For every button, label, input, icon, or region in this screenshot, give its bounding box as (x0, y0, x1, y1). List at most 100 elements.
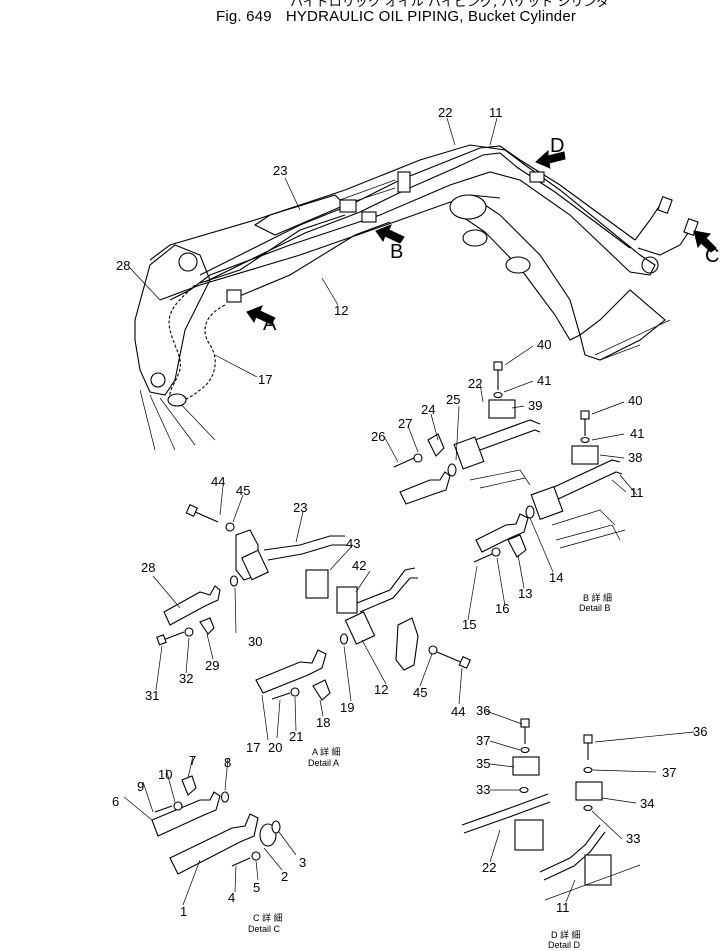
arm-outline (579, 289, 666, 361)
flange-a-top (241, 549, 269, 581)
detail-d-group (461, 718, 641, 901)
clamp-39 (488, 399, 516, 419)
bolt-36-right-head (583, 734, 593, 744)
arrow-a-icon (246, 305, 276, 325)
callout-23: 23 (293, 500, 307, 515)
callout-29: 29 (205, 658, 219, 673)
washer-21 (290, 687, 300, 697)
callout-22: 22 (468, 376, 482, 391)
washer-27 (413, 453, 423, 463)
arrow-c-icon (693, 230, 717, 253)
bolt-20 (271, 692, 291, 700)
bucket-cylinder-boss (462, 229, 488, 247)
detail-d-caption: Detail D (548, 940, 581, 950)
bracket-a-right (395, 617, 419, 671)
figure-title-text: HYDRAULIC OIL PIPING, Bucket Cylinder (285, 8, 577, 25)
bolt-44-left (192, 510, 219, 523)
detail-c-caption: Detail C (248, 924, 281, 934)
washer-41-top (493, 391, 503, 399)
callout-43: 43 (346, 536, 360, 551)
bolt-36-left-head (520, 718, 530, 728)
detail-b-caption-jp: B 詳 細 (583, 592, 612, 603)
pipe-23-detail (263, 535, 345, 551)
callout-35: 35 (476, 756, 490, 771)
washer-37-left (520, 746, 530, 754)
washer-45-left (225, 522, 235, 532)
bucket-cylinder (454, 194, 581, 341)
pipe-11-detail-b (551, 459, 621, 489)
callout-21: 21 (289, 729, 303, 744)
clamp-b (339, 199, 357, 213)
clamp-38 (571, 445, 599, 465)
hose-end-fitting (167, 393, 187, 407)
bolt-15 (473, 553, 493, 563)
callout-24: 24 (421, 402, 435, 417)
callout-19: 19 (340, 700, 354, 715)
bolt-31 (162, 631, 185, 641)
clamp-13 (507, 534, 527, 558)
support-frame-b-lower (551, 509, 626, 549)
callout-32: 32 (179, 671, 193, 686)
o-ring-8 (220, 791, 230, 803)
view-letters: A B C D (263, 135, 719, 335)
callout-5: 5 (253, 880, 260, 895)
callout-41: 41 (537, 373, 551, 388)
boom-foot-pin (178, 252, 198, 272)
detail-b-group (393, 361, 626, 563)
callout-17: 17 (258, 372, 272, 387)
washer-32 (184, 627, 194, 637)
pipe-42 (356, 567, 416, 604)
clamp-35 (512, 756, 540, 776)
o-ring-3 (271, 820, 281, 834)
callout-11: 11 (556, 900, 570, 915)
callout-36: 36 (476, 703, 490, 718)
callout-41: 41 (630, 426, 644, 441)
washer-5 (251, 851, 261, 861)
callout-27: 27 (398, 416, 412, 431)
o-ring-30 (229, 575, 239, 587)
hose-17 (177, 304, 226, 402)
callout-23: 23 (273, 163, 287, 178)
callout-37: 37 (662, 765, 676, 780)
boom-lower-edge (159, 194, 501, 301)
o-ring-25 (447, 463, 457, 477)
flange-b-upper (453, 436, 485, 470)
figure-subtitle-japanese: ハイドロリック オイル パイピング, バケット シリンダ (290, 0, 610, 10)
clamp-a (226, 289, 242, 303)
callout-2: 2 (281, 869, 288, 884)
callout-18: 18 (316, 715, 330, 730)
bucket-cylinder-head (449, 194, 487, 220)
clamp-42 (336, 586, 358, 614)
washer-45-right (428, 645, 438, 655)
callout-16: 16 (495, 601, 509, 616)
hose-28-fitting (163, 585, 221, 626)
fitting-c-upper (657, 196, 673, 214)
callout-4: 4 (228, 890, 235, 905)
view-letter-a: A (263, 313, 277, 335)
callout-26: 26 (371, 429, 385, 444)
flange-a-12 (344, 611, 376, 645)
arrow-d-icon (535, 149, 566, 169)
detail-d-caption-jp: D 詳 細 (551, 929, 581, 940)
callout-17: 17 (246, 740, 260, 755)
o-ring-14 (525, 505, 535, 519)
boom-outline (149, 144, 656, 301)
view-arrows (246, 149, 717, 325)
hose-fitting-b-lower (475, 513, 529, 553)
washer-10 (173, 801, 183, 811)
callout-14: 14 (549, 570, 563, 585)
callout-12: 12 (374, 682, 388, 697)
flange-b-lower (530, 485, 564, 521)
callout-9: 9 (137, 779, 144, 794)
fitting-24 (427, 433, 445, 457)
callout-1: 1 (180, 904, 187, 919)
callout-38: 38 (628, 450, 642, 465)
callout-42: 42 (352, 558, 366, 573)
clamp-34 (575, 781, 603, 801)
callout-12: 12 (334, 303, 348, 318)
pipe-12-main (229, 221, 391, 301)
pipe-42-lower (359, 577, 418, 613)
block-d-left (514, 819, 544, 851)
pipe-22-detail-b (474, 419, 541, 441)
